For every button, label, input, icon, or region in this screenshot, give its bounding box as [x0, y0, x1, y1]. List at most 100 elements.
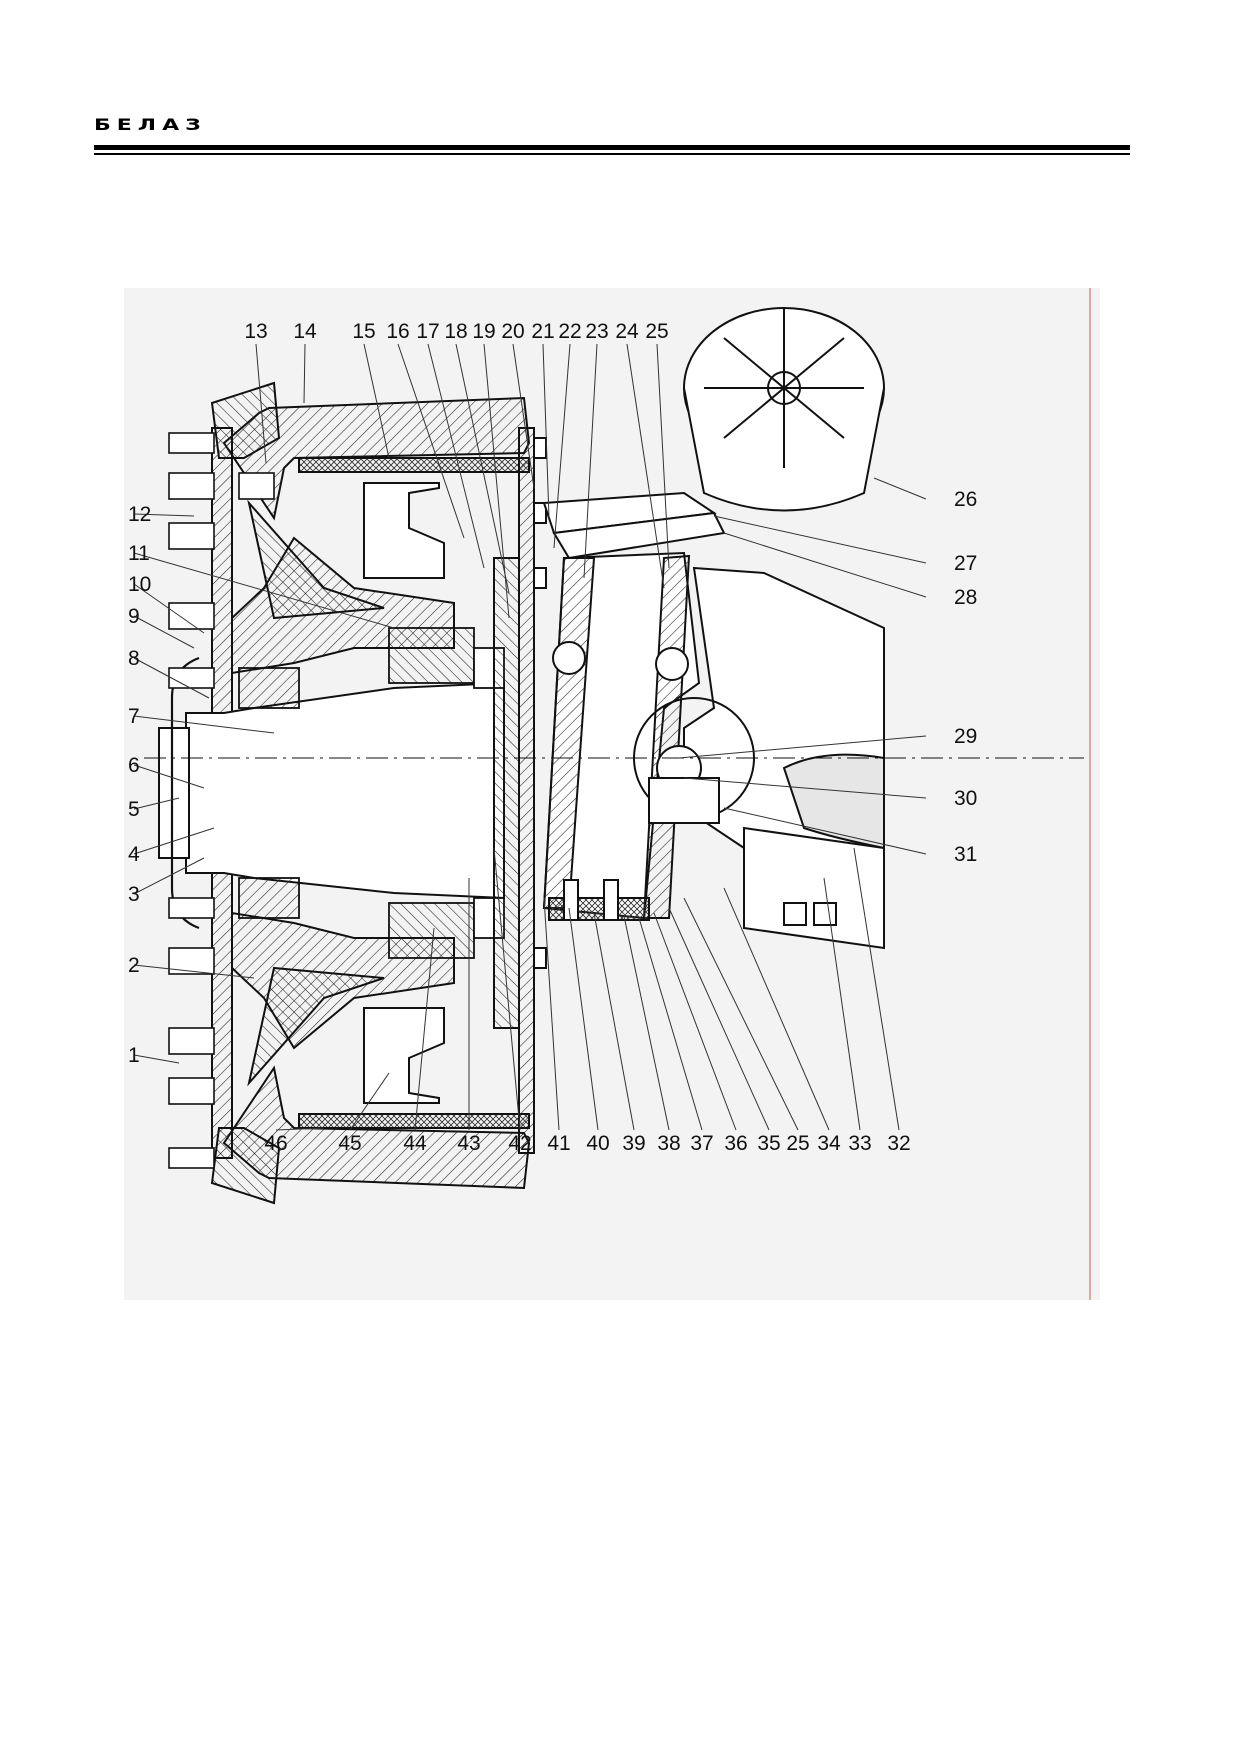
callout-right-27: 27 — [954, 552, 977, 575]
leader-top-23 — [583, 343, 598, 579]
brake-backing-plate — [493, 427, 547, 1154]
leader-bottom-25 — [683, 897, 799, 1131]
leader-top-18 — [455, 343, 510, 594]
leader-right-28 — [723, 532, 927, 598]
leader-top-21 — [542, 343, 550, 519]
spindle — [158, 681, 505, 900]
leader-left-11 — [133, 552, 395, 629]
callout-right-31: 31 — [954, 843, 977, 866]
leader-bottom-44 — [414, 927, 435, 1131]
callout-bottom-41: 41 — [547, 1132, 570, 1155]
leader-left-12 — [133, 513, 195, 517]
callout-top-18: 18 — [444, 320, 467, 343]
leader-right-26 — [873, 477, 927, 500]
leader-left-1 — [133, 1054, 180, 1064]
leader-left-8 — [133, 657, 210, 699]
callout-bottom-44: 44 — [403, 1132, 427, 1155]
callout-bottom-45: 45 — [338, 1132, 361, 1155]
callout-bottom-40: 40 — [586, 1132, 609, 1155]
leader-bottom-36 — [653, 912, 737, 1131]
leader-right-31 — [723, 807, 927, 855]
hub-cap — [170, 656, 200, 930]
callout-left-8: 8 — [128, 647, 140, 670]
leader-bottom-33 — [823, 877, 861, 1131]
callout-bottom-35: 35 — [757, 1132, 780, 1155]
leader-left-2 — [133, 964, 255, 979]
callout-bottom-43: 43 — [457, 1132, 480, 1155]
callout-left-10: 10 — [128, 573, 151, 596]
callout-left-1: 1 — [128, 1044, 140, 1067]
callout-bottom-46: 46 — [264, 1132, 287, 1155]
leader-bottom-38 — [623, 915, 670, 1131]
leader-left-3 — [133, 857, 205, 895]
leader-bottom-35 — [668, 907, 770, 1131]
callout-bottom-38: 38 — [657, 1132, 680, 1155]
leader-bottom-39 — [593, 912, 635, 1131]
brand-logo: БЕЛАЗ — [94, 116, 207, 135]
callout-top-24: 24 — [615, 320, 639, 343]
leader-top-25 — [656, 343, 670, 569]
callout-top-19: 19 — [472, 320, 495, 343]
leader-top-15 — [363, 343, 390, 459]
callout-right-29: 29 — [954, 725, 977, 748]
callout-top-16: 16 — [386, 320, 409, 343]
callout-top-17: 17 — [416, 320, 439, 343]
leader-top-13 — [255, 343, 267, 464]
page-header: БЕЛАЗ — [94, 118, 1130, 158]
leader-right-27 — [713, 515, 927, 564]
leader-left-5 — [133, 797, 180, 810]
callout-left-5: 5 — [128, 798, 140, 821]
callout-left-3: 3 — [128, 883, 140, 906]
callout-top-20: 20 — [501, 320, 524, 343]
callout-top-23: 23 — [585, 320, 608, 343]
leader-top-19 — [483, 343, 510, 619]
callout-left-6: 6 — [128, 754, 140, 777]
callout-bottom-36: 36 — [724, 1132, 747, 1155]
callout-bottom-34: 34 — [817, 1132, 841, 1155]
leader-left-6 — [133, 764, 205, 789]
callout-right-26: 26 — [954, 488, 977, 511]
callout-left-7: 7 — [128, 705, 140, 728]
leader-left-9 — [133, 615, 195, 649]
callout-top-14: 14 — [293, 320, 317, 343]
callout-top-15: 15 — [352, 320, 375, 343]
callout-right-28: 28 — [954, 586, 977, 609]
leader-bottom-32 — [853, 847, 900, 1131]
callout-left-9: 9 — [128, 605, 140, 628]
brake-actuator — [542, 551, 701, 921]
leader-left-7 — [133, 715, 275, 734]
header-rule-thin — [94, 153, 1130, 155]
leader-top-22 — [553, 343, 571, 549]
callout-top-21: 21 — [531, 320, 554, 343]
callout-bottom-42: 42 — [508, 1132, 531, 1155]
tapered-bearings — [238, 627, 505, 959]
brake-air-chamber — [542, 307, 885, 560]
leader-bottom-34 — [723, 887, 830, 1131]
leader-right-29 — [678, 735, 927, 759]
leader-left-10 — [133, 583, 205, 634]
callout-top-25: 25 — [645, 320, 668, 343]
leader-top-14 — [303, 343, 306, 404]
leader-bottom-40 — [568, 907, 599, 1131]
callout-bottom-32: 32 — [887, 1132, 910, 1155]
leader-top-17 — [427, 343, 485, 569]
callout-right-30: 30 — [954, 787, 977, 810]
callout-bottom-33: 33 — [848, 1132, 871, 1155]
leader-left-4 — [133, 827, 215, 855]
callout-bottom-37: 37 — [690, 1132, 713, 1155]
header-rule-thick — [94, 145, 1130, 150]
callout-bottom-39: 39 — [622, 1132, 645, 1155]
callout-left-2: 2 — [128, 954, 140, 977]
callout-bottom-25: 25 — [786, 1132, 809, 1155]
callout-top-22: 22 — [558, 320, 581, 343]
leader-top-16 — [397, 343, 465, 539]
leader-bottom-37 — [638, 917, 703, 1131]
callout-left-11: 11 — [128, 542, 150, 565]
callout-top-13: 13 — [244, 320, 267, 343]
leader-bottom-41 — [543, 897, 560, 1131]
callout-left-4: 4 — [128, 843, 140, 866]
leader-top-20 — [512, 343, 535, 489]
steering-knuckle — [633, 566, 885, 950]
